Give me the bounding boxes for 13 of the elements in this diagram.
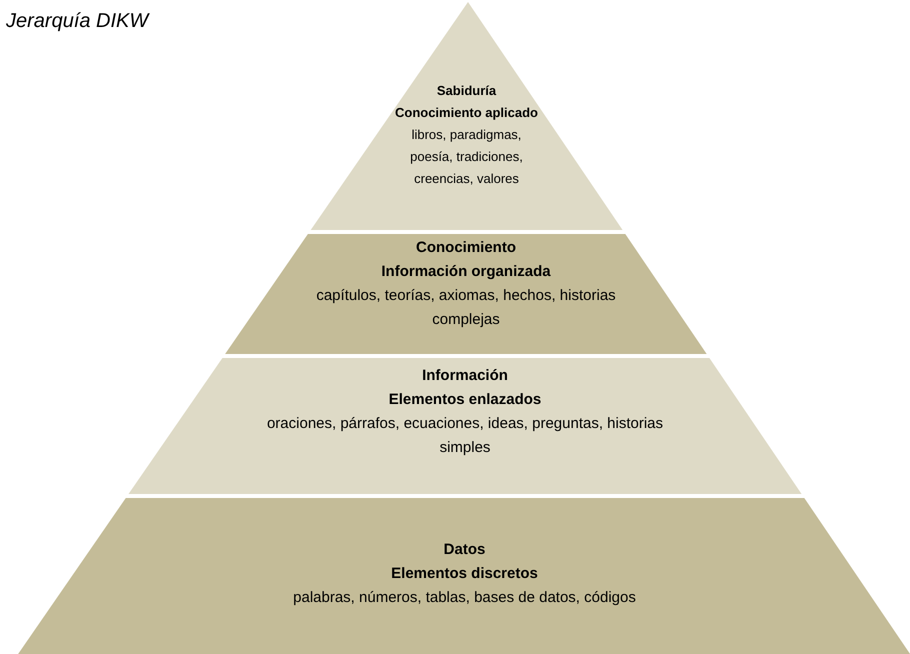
level-heading: Datos: [444, 540, 486, 560]
level-heading: Conocimiento: [416, 238, 516, 258]
level-subheading: Elementos discretos: [391, 564, 538, 584]
level-description: palabras, números, tablas, bases de datos, códigos: [293, 588, 636, 608]
level-heading: Sabiduría: [436, 82, 496, 100]
level-subheading: Conocimiento aplicado: [394, 104, 538, 122]
level-heading: Información: [422, 366, 508, 386]
level-subheading: Información organizada: [381, 262, 551, 282]
level-description: capítulos, teorías, axiomas, hechos, historias complejas: [316, 286, 616, 330]
diagram-title: Jerarquía DIKW: [6, 10, 148, 33]
level-description: libros, paradigmas, poesía, tradiciones, creencias, valores: [409, 126, 524, 188]
level-description: oraciones, párrafos, ecuaciones, ideas, preguntas, historias simples: [266, 414, 664, 458]
level-subheading: Elementos enlazados: [388, 390, 542, 410]
